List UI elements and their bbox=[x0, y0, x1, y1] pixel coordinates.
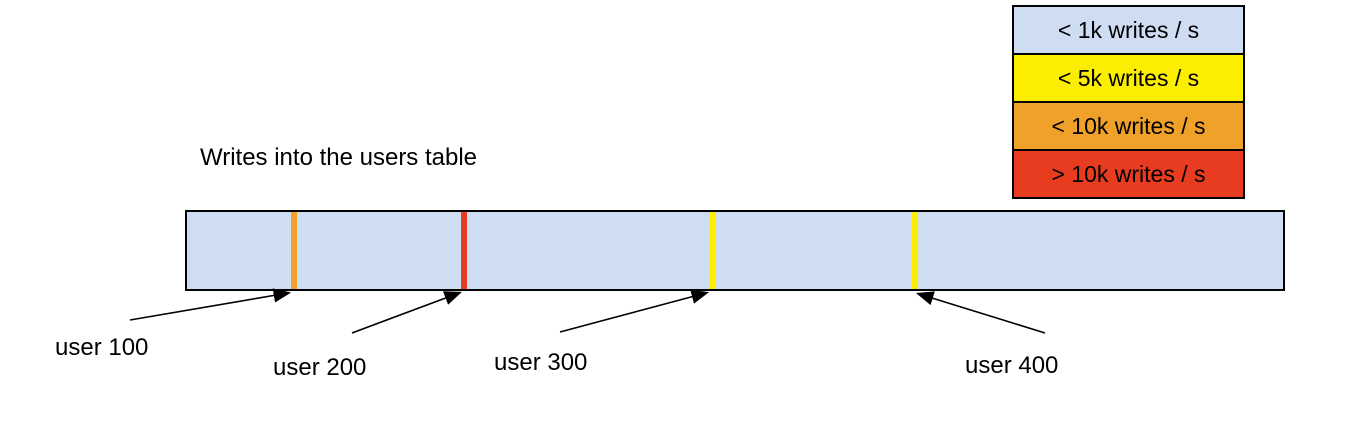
marker-user-200 bbox=[461, 212, 467, 289]
legend-item-lt-5k: < 5k writes / s bbox=[1014, 55, 1243, 103]
arrow-user-200 bbox=[351, 291, 462, 334]
user-300-label: user 300 bbox=[494, 349, 588, 376]
user-100-label: user 100 bbox=[55, 334, 149, 361]
legend: < 1k writes / s < 5k writes / s < 10k wr… bbox=[1012, 5, 1245, 199]
legend-item-lt-10k-label: < 10k writes / s bbox=[1051, 112, 1206, 139]
legend-item-lt-5k-label: < 5k writes / s bbox=[1057, 64, 1200, 91]
legend-item-lt-1k: < 1k writes / s bbox=[1014, 7, 1243, 55]
arrow-user-100 bbox=[129, 288, 292, 321]
legend-item-gt-10k: > 10k writes / s bbox=[1014, 151, 1243, 197]
legend-item-gt-10k-label: > 10k writes / s bbox=[1051, 160, 1206, 187]
marker-user-100 bbox=[291, 212, 297, 289]
diagram-title: Writes into the users table bbox=[200, 144, 478, 171]
legend-item-lt-1k-label: < 1k writes / s bbox=[1057, 16, 1200, 43]
marker-user-400 bbox=[912, 212, 918, 289]
marker-user-300 bbox=[710, 212, 716, 289]
user-200-label: user 200 bbox=[273, 354, 367, 381]
users-table-bar bbox=[185, 210, 1285, 291]
arrow-user-400 bbox=[915, 291, 1046, 334]
legend-item-lt-10k: < 10k writes / s bbox=[1014, 103, 1243, 151]
user-400-label: user 400 bbox=[965, 352, 1059, 379]
arrow-user-300 bbox=[559, 289, 710, 333]
